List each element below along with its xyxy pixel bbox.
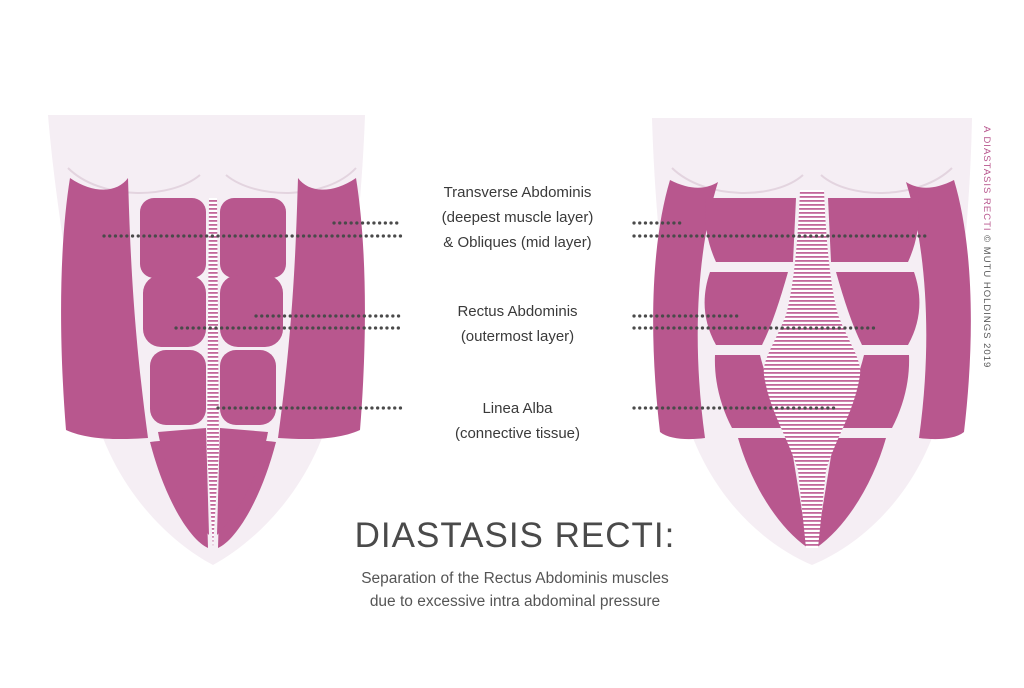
copyright-credit: A DIASTASIS RECTI © MUTU HOLDINGS 2019 — [981, 126, 992, 368]
rectus-abdominis-segment — [220, 198, 286, 278]
rectus-abdominis-segment — [217, 428, 268, 535]
linea-alba-separated — [763, 190, 861, 548]
label-line: Transverse Abdominis — [443, 184, 592, 201]
rectus-abdominis-segment — [738, 438, 808, 548]
rectus-abdominis-segment — [220, 350, 276, 425]
breast-left-curve — [67, 167, 201, 194]
oblique-right — [906, 180, 971, 440]
oblique-right — [278, 178, 365, 440]
rectus-abdominis-segment — [839, 355, 910, 428]
label-line: (outermost layer) — [460, 328, 575, 345]
credit-accent: A DIASTASIS RECTI — [981, 126, 992, 232]
credit-rest: © MUTU HOLDINGS 2019 — [981, 231, 992, 369]
rectus-abdominis-segment — [816, 438, 886, 548]
label-line: (deepest muscle layer) — [441, 209, 594, 226]
label-transverse-abdominis: Transverse Abdominis (deepest muscle lay… — [400, 180, 635, 255]
diagram-subtitle: Separation of the Rectus Abdominis muscl… — [300, 567, 730, 613]
label-line: & Obliques (mid layer) — [443, 234, 592, 251]
oblique-left — [653, 180, 718, 440]
rectus-abdominis-segment — [140, 198, 206, 278]
rectus-abdominis-segment — [828, 198, 919, 262]
torso-diastasis — [652, 118, 972, 565]
rectus-abdominis-segment — [143, 275, 206, 347]
rectus-abdominis-segment — [158, 428, 209, 535]
label-line: Linea Alba — [482, 400, 553, 417]
subtitle-line: due to excessive intra abdominal pressur… — [369, 593, 661, 610]
breast-right-curve — [225, 167, 357, 194]
rectus-abdominis-segment — [220, 275, 283, 347]
oblique-left — [61, 178, 148, 440]
label-rectus-abdominis: Rectus Abdominis (outermost layer) — [400, 299, 635, 349]
leader-lines — [102, 221, 932, 410]
breast-left-curve — [671, 167, 804, 194]
label-line: Rectus Abdominis — [457, 303, 578, 320]
subtitle-line: Separation of the Rectus Abdominis muscl… — [361, 570, 669, 587]
diagram-title: DIASTASIS RECTI: — [354, 516, 676, 555]
rectus-abdominis-segment — [705, 198, 796, 262]
breast-right-curve — [820, 167, 953, 194]
label-line: (connective tissue) — [454, 425, 581, 442]
rectus-abdominis-segment — [714, 355, 785, 428]
label-linea-alba: Linea Alba (connective tissue) — [400, 396, 635, 446]
torso-normal — [48, 115, 365, 565]
rectus-abdominis-segment — [150, 350, 206, 425]
linea-alba-normal — [207, 198, 219, 548]
